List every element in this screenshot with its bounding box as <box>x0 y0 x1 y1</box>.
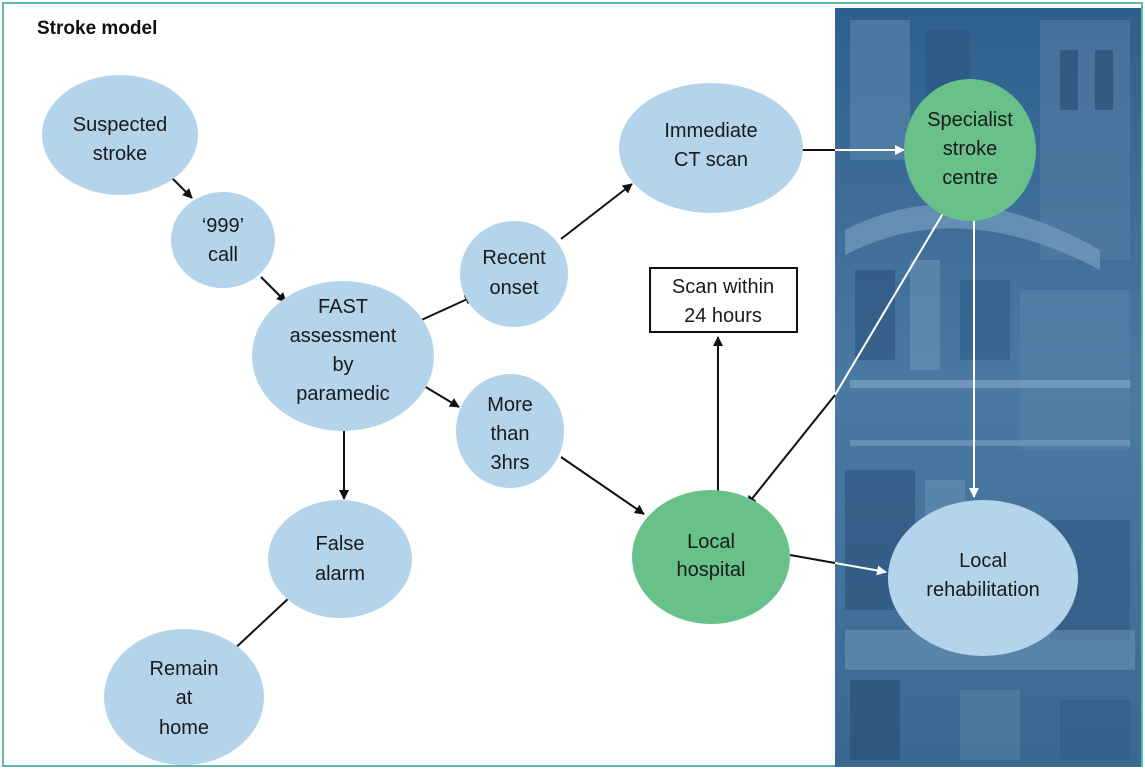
svg-text:Specialist: Specialist <box>927 109 1013 131</box>
svg-text:onset: onset <box>490 277 539 299</box>
arrows <box>170 145 979 654</box>
arrow-hospital-to-rehab <box>834 562 887 576</box>
arrow-false-to-home <box>229 596 291 654</box>
arrow-fast-to-more <box>423 385 460 408</box>
svg-text:stroke: stroke <box>93 143 147 165</box>
svg-text:Local: Local <box>687 531 735 553</box>
arrow-specialist-to-hospital <box>746 394 836 506</box>
svg-text:at: at <box>176 687 193 709</box>
node-local-hospital: Local hospital <box>632 490 790 624</box>
svg-text:FAST: FAST <box>318 296 368 318</box>
svg-text:False: False <box>316 533 365 555</box>
node-fast-assessment: FAST assessment by paramedic <box>252 281 434 431</box>
node-false-alarm: False alarm <box>268 500 412 618</box>
svg-text:home: home <box>159 717 209 739</box>
node-suspected-stroke: Suspected stroke <box>42 75 198 195</box>
arrow-recent-to-ct <box>560 183 633 240</box>
svg-text:centre: centre <box>942 167 998 189</box>
svg-text:than: than <box>491 423 530 445</box>
svg-text:Remain: Remain <box>150 658 219 680</box>
svg-text:assessment: assessment <box>290 325 397 347</box>
svg-text:alarm: alarm <box>315 563 365 585</box>
svg-text:More: More <box>487 394 533 416</box>
svg-text:Suspected: Suspected <box>73 114 168 136</box>
svg-text:CT scan: CT scan <box>674 149 748 171</box>
svg-text:Scan within: Scan within <box>672 276 774 298</box>
node-999-call: ‘999’ call <box>171 192 275 288</box>
svg-text:Immediate: Immediate <box>664 120 757 142</box>
svg-text:Recent: Recent <box>482 247 546 269</box>
svg-text:call: call <box>208 244 238 266</box>
svg-text:3hrs: 3hrs <box>491 452 530 474</box>
node-remain-at-home: Remain at home <box>104 629 264 765</box>
node-specialist-stroke-centre: Specialist stroke centre <box>904 79 1036 221</box>
node-immediate-ct-scan: Immediate CT scan <box>619 83 803 213</box>
arrow-call-to-fast <box>260 276 287 303</box>
svg-text:Local: Local <box>959 550 1007 572</box>
svg-text:by: by <box>332 354 353 376</box>
svg-text:hospital: hospital <box>677 559 746 581</box>
svg-text:rehabilitation: rehabilitation <box>926 579 1039 601</box>
svg-text:‘999’: ‘999’ <box>202 215 244 237</box>
svg-text:stroke: stroke <box>943 138 997 160</box>
arrow-specialist-to-hospital-light <box>834 209 946 396</box>
arrow-hospital-to-rehab-dark <box>789 554 836 564</box>
box-scan-within-24-hours: Scan within 24 hours <box>649 267 798 333</box>
arrow-more-to-hospital <box>560 456 645 515</box>
node-recent-onset: Recent onset <box>460 221 568 327</box>
diagram-title: Stroke model <box>37 18 158 39</box>
arrow-stroke-to-call <box>170 176 193 199</box>
svg-text:paramedic: paramedic <box>296 383 389 405</box>
node-more-than-3hrs: More than 3hrs <box>456 374 564 488</box>
node-local-rehabilitation: Local rehabilitation <box>888 500 1078 656</box>
arrow-fast-to-recent <box>416 295 475 323</box>
svg-text:24 hours: 24 hours <box>684 305 762 327</box>
